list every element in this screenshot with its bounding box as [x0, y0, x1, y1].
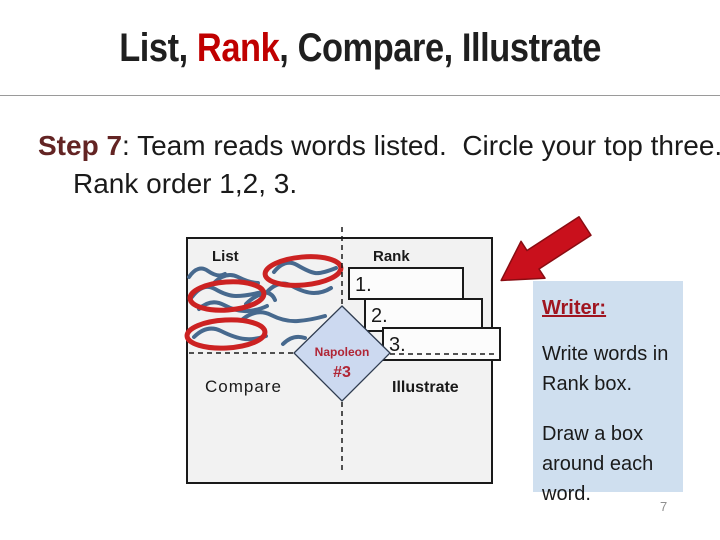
circle-annotations — [184, 254, 344, 351]
circle-annotation-3 — [184, 317, 268, 351]
circle-annotation-1 — [262, 254, 344, 288]
quadrant-label-list: List — [212, 248, 239, 265]
writer-note-para1: Write words in Rank box. — [542, 343, 669, 395]
diamond-rank-label: #3 — [333, 364, 351, 381]
scribble-line — [192, 326, 268, 342]
scribble-line — [187, 266, 227, 279]
diamond-shape — [293, 305, 391, 402]
scribble-line — [281, 334, 307, 346]
rank-box-2 — [364, 298, 483, 332]
red-arrow-icon — [500, 216, 592, 282]
title-text-post: , Compare, Illustrate — [279, 26, 601, 70]
writer-note-box: Writer: Write words in Rank box. Draw a … — [533, 281, 683, 505]
scribble-line — [241, 310, 327, 324]
scribble-line — [244, 292, 264, 306]
rank-box-3-label: 3. — [389, 334, 406, 356]
rank-box-1 — [348, 267, 464, 300]
step-body: : Team reads words listed. Circle your t… — [73, 130, 720, 199]
quadrant-label-illustrate: Illustrate — [392, 379, 459, 396]
rank-box-2-label: 2. — [371, 305, 388, 327]
page-number: 7 — [660, 499, 668, 514]
center-diamond: Napoleon #3 — [293, 305, 391, 402]
title-text-highlight: Rank — [196, 26, 280, 70]
title-text-pre: List, — [119, 26, 197, 70]
step-label: Step 7 — [38, 130, 123, 161]
diamond-word-label: Napoleon — [315, 345, 370, 359]
rank-box-1-label: 1. — [355, 274, 372, 296]
title-divider-line — [0, 95, 720, 96]
circle-annotation-2 — [187, 279, 267, 313]
writer-note-para2: Draw a box around each word. — [542, 423, 654, 505]
scribble-line — [272, 260, 338, 276]
quadrant-label-rank: Rank — [373, 248, 410, 265]
slide-title: List, Rank, Compare, Illustrate — [0, 26, 720, 71]
step-instruction: Step 7: Team reads words listed. Circle … — [38, 127, 720, 203]
writer-note-heading: Writer: — [542, 297, 607, 319]
quadrant-label-compare: Compare — [205, 377, 282, 396]
